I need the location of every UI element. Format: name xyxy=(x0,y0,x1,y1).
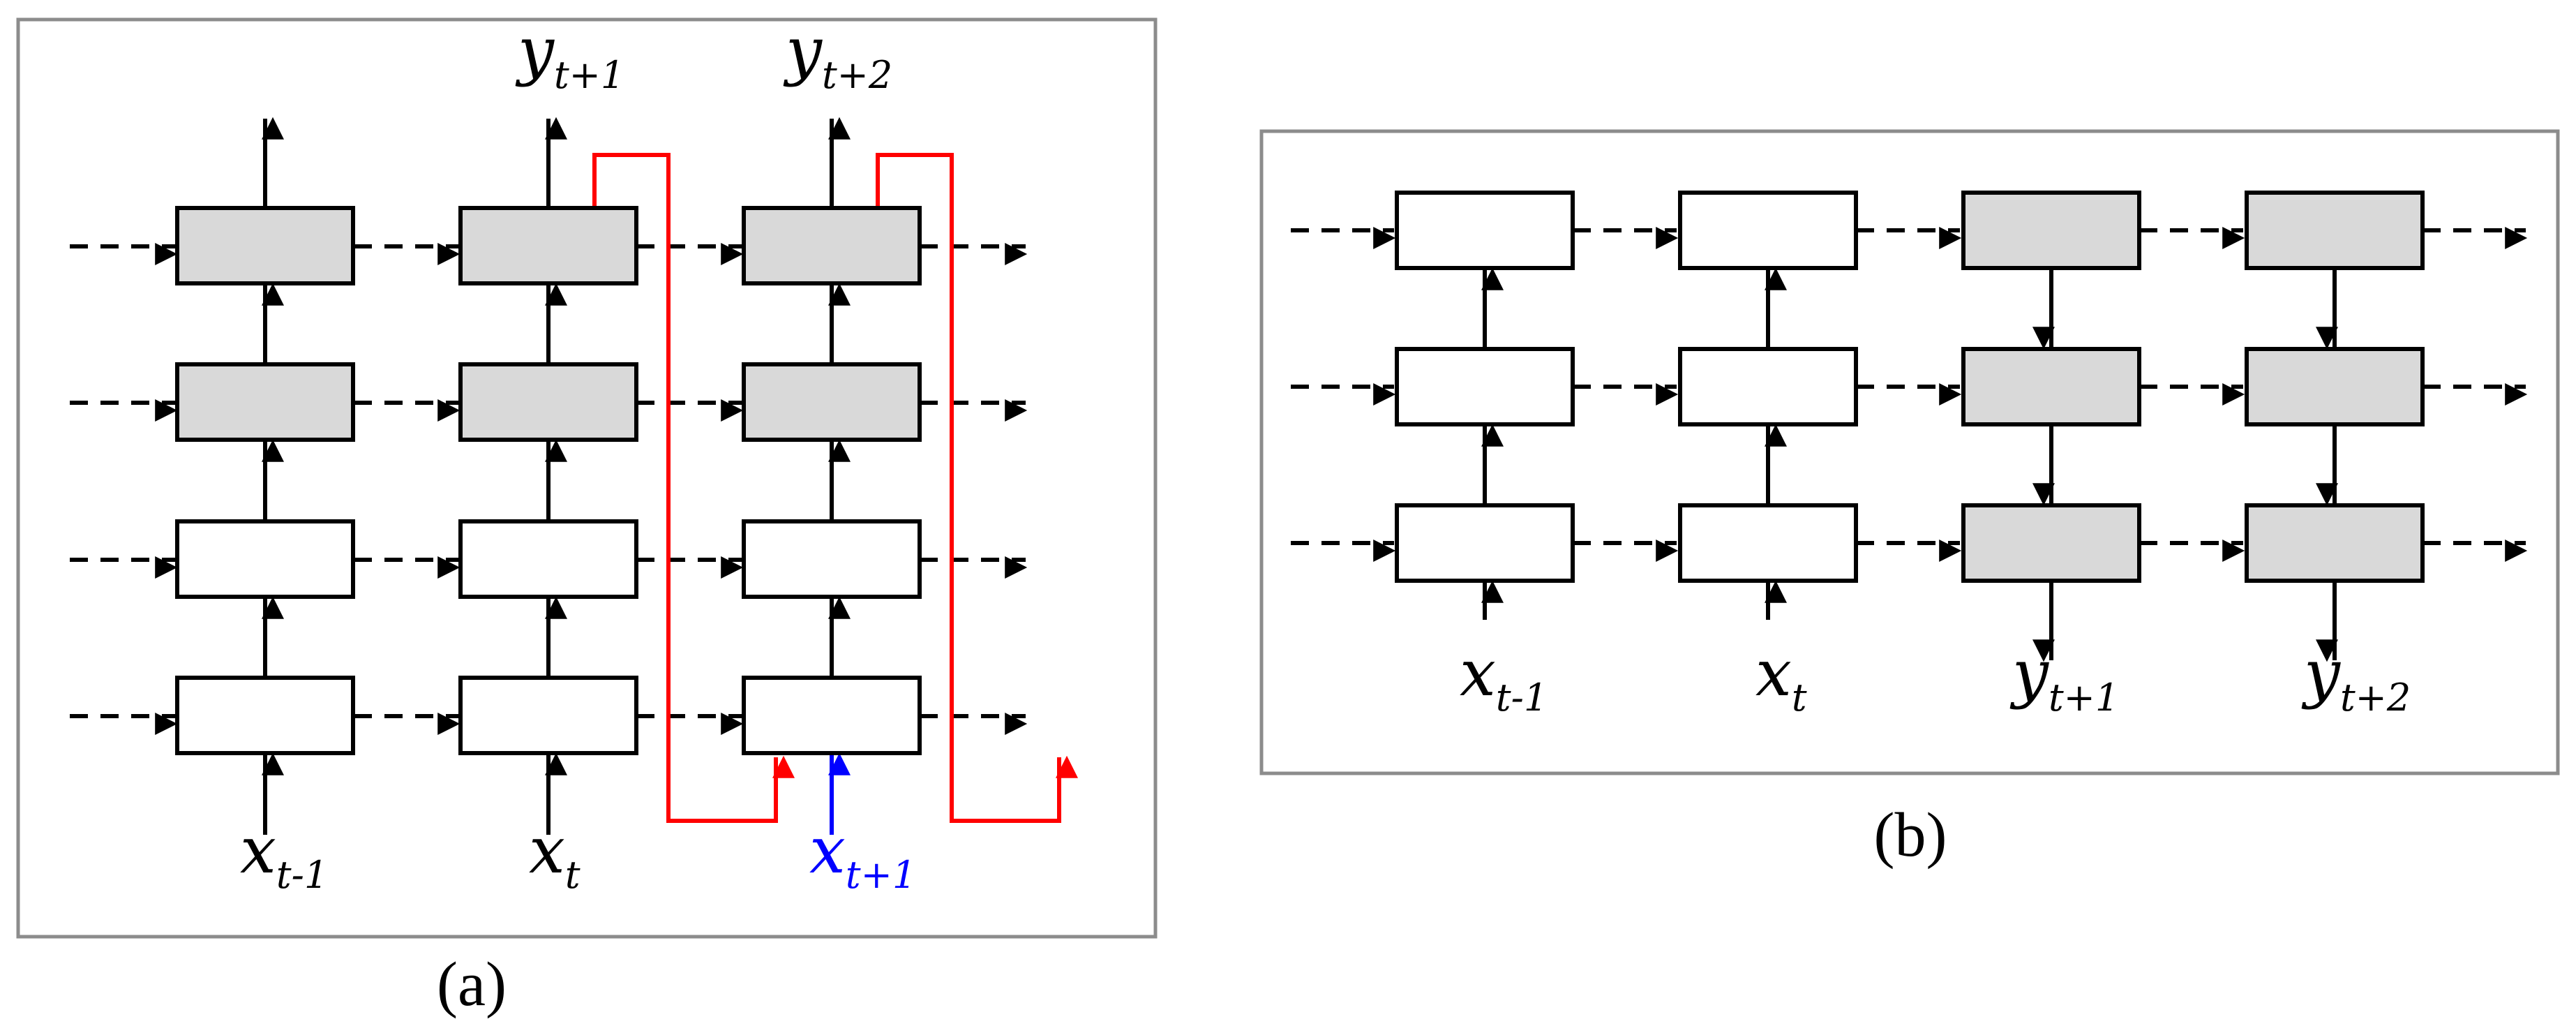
a-decoder-cell xyxy=(742,362,922,442)
b-decoder-cell xyxy=(2245,503,2425,583)
a-encoder-cell xyxy=(742,676,922,755)
a-bottom-label: xt xyxy=(529,813,581,897)
a-decoder-cell xyxy=(175,362,355,442)
b-encoder-cell xyxy=(1678,503,1858,583)
panel-a: yt+1 yt+2 xt-1 xt xt+1 (a) xyxy=(16,13,1158,1019)
panel-b-caption: (b) xyxy=(1874,801,1947,870)
a-feedback-path xyxy=(592,153,795,823)
b-bottom-label: yt+1 xyxy=(2009,636,2119,720)
a-encoder-cell xyxy=(458,676,638,755)
a-encoder-cell xyxy=(175,519,355,599)
a-decoder-cell xyxy=(458,362,638,442)
panel-a-cells xyxy=(175,206,922,755)
b-bottom-label: yt+2 xyxy=(2301,636,2411,720)
panel-a-frame xyxy=(16,17,1158,939)
a-encoder-cell xyxy=(458,519,638,599)
a-decoder-cell xyxy=(742,206,922,285)
a-decoder-cell xyxy=(175,206,355,285)
panel-a-vertical-arrows xyxy=(262,117,851,835)
a-decoder-cell xyxy=(458,206,638,285)
a-top-label: yt+1 xyxy=(515,13,624,97)
b-decoder-cell xyxy=(1961,191,2141,270)
b-decoder-cell xyxy=(1961,347,2141,426)
b-decoder-cell xyxy=(2245,347,2425,426)
b-encoder-cell xyxy=(1395,191,1575,270)
panel-b-recurrent-arrows xyxy=(1291,227,2528,563)
a-bottom-label: xt-1 xyxy=(240,813,328,897)
panel-b: xt-1 xt yt+1 yt+2 (b) xyxy=(1259,129,2560,870)
a-encoder-cell xyxy=(175,676,355,755)
b-encoder-cell xyxy=(1678,347,1858,426)
panel-a-recurrent-arrows xyxy=(70,243,1028,736)
a-encoder-cell xyxy=(742,519,922,599)
a-top-label: yt+2 xyxy=(783,13,892,97)
panel-b-vertical-arrows xyxy=(1481,267,2338,662)
a-feedback-path xyxy=(876,153,1079,823)
b-encoder-cell xyxy=(1395,503,1575,583)
b-decoder-cell xyxy=(2245,191,2425,270)
b-encoder-cell xyxy=(1678,191,1858,270)
a-bottom-label-new-input: xt+1 xyxy=(809,813,916,897)
panel-a-feedback-paths xyxy=(592,153,1079,823)
panel-b-frame xyxy=(1259,129,2560,775)
b-bottom-label: xt-1 xyxy=(1460,636,1548,720)
panel-b-cells xyxy=(1395,191,2425,583)
b-decoder-cell xyxy=(1961,503,2141,583)
b-encoder-cell xyxy=(1395,347,1575,426)
panel-a-caption: (a) xyxy=(437,950,507,1019)
b-bottom-label: xt xyxy=(1755,636,1807,720)
